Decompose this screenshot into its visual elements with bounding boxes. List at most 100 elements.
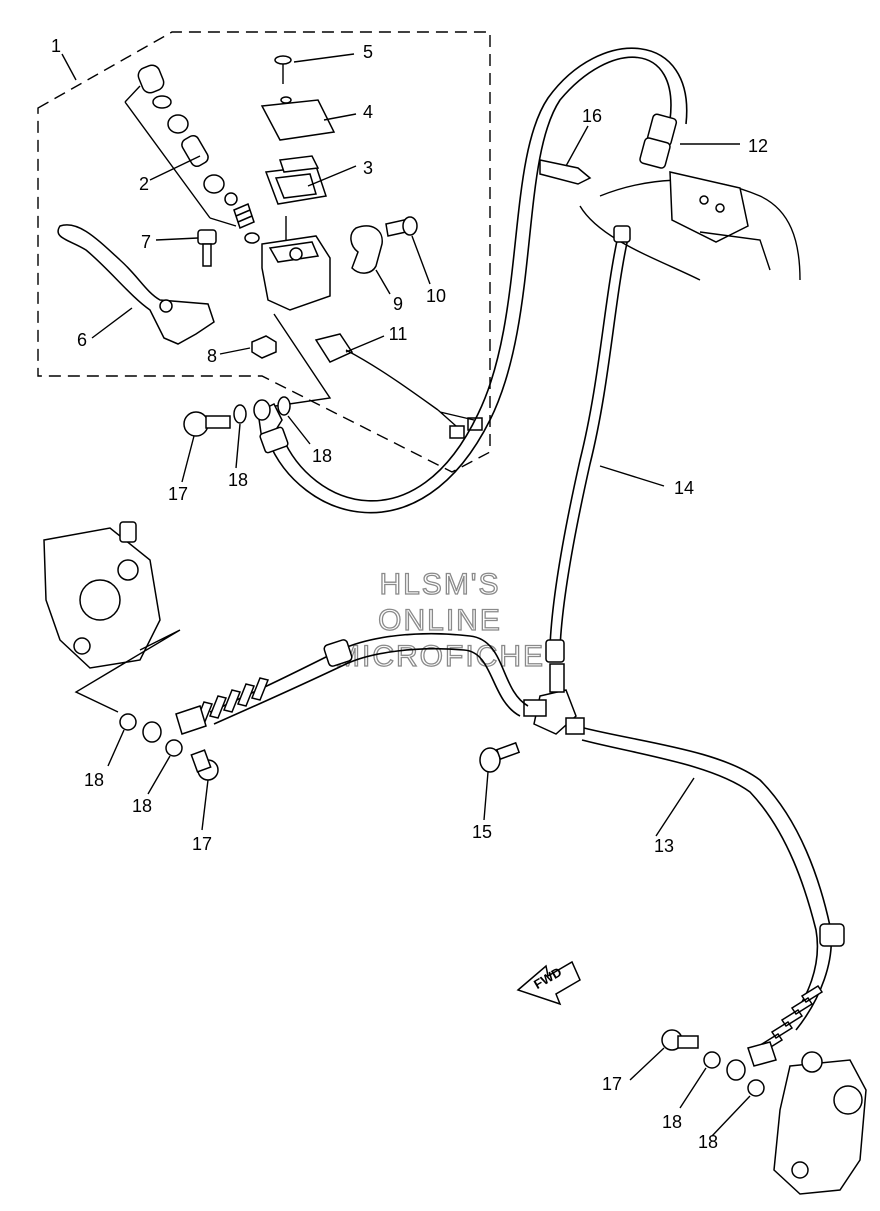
left-hose-spring-guard — [194, 677, 270, 725]
right-caliper — [773, 1051, 867, 1195]
frame-outline — [599, 179, 801, 281]
brake-pipe-inner — [559, 237, 629, 649]
diaphragm-inner — [274, 173, 317, 199]
hose-clamp-part — [539, 159, 592, 185]
handlebar-holder-part — [350, 225, 383, 274]
watermark-line-2: ONLINE — [378, 604, 502, 637]
callout-17-upper: 17 — [168, 484, 188, 504]
callout-18-left-a: 18 — [84, 770, 104, 790]
callout-17-left: 17 — [192, 834, 212, 854]
cup-part — [203, 174, 225, 194]
upper-right-joint — [579, 113, 801, 281]
callout-11: 11 — [389, 324, 408, 344]
copper-washer — [703, 1051, 721, 1069]
callout-17-right: 17 — [602, 1074, 622, 1094]
caliper-bleeder — [801, 1051, 823, 1073]
callout-14: 14 — [674, 478, 694, 498]
copper-washer — [119, 713, 137, 731]
left-hose-outer — [209, 632, 529, 713]
caliper-piston — [79, 579, 121, 621]
seal-part — [167, 114, 189, 134]
union-bolt-thread — [677, 1035, 699, 1049]
left-caliper-hardware — [119, 713, 219, 781]
callout-8: 8 — [207, 346, 217, 366]
union-bolt-thread — [205, 415, 231, 429]
callout-10: 10 — [426, 286, 446, 306]
piston-part — [181, 134, 209, 168]
forward-direction-marker: FWD — [516, 960, 581, 1006]
caliper-bolt — [791, 1161, 809, 1179]
three-way-joint — [479, 663, 585, 773]
switch-connector-a — [449, 425, 465, 439]
fwd-arrow-icon — [516, 960, 581, 1006]
right-hose-outer — [583, 727, 832, 1031]
switch-wire-split — [437, 409, 475, 427]
circlip-part — [152, 95, 172, 109]
piston-cap-part — [137, 64, 165, 94]
bracket-hole — [715, 203, 725, 213]
caliper-bolt — [73, 637, 91, 655]
right-hose-inner — [581, 739, 819, 1025]
spacer-part — [224, 192, 238, 206]
watermark-line-1: HLSM'S — [379, 568, 500, 601]
bracket-tab — [699, 231, 771, 271]
master-cyl-banjo — [253, 399, 289, 454]
frame-outline-lower — [579, 205, 701, 281]
reservoir-port — [289, 247, 303, 261]
part-2-group-bracket — [124, 85, 237, 227]
left-banjo-eye — [142, 721, 162, 743]
copper-washer — [233, 404, 247, 424]
pivot-bolt-shank — [202, 243, 212, 267]
callout-18-upper-b: 18 — [312, 446, 332, 466]
callout-2: 2 — [139, 174, 149, 194]
left-caliper-leader — [74, 629, 181, 713]
callout-12: 12 — [748, 136, 768, 156]
upper-hose-outer — [267, 56, 672, 514]
banjo-collar — [259, 426, 289, 454]
right-caliper-body — [773, 1059, 867, 1195]
joint-right-port — [565, 717, 585, 735]
left-hose-collar — [323, 639, 353, 667]
left-hose-inner — [213, 648, 521, 725]
callout-13: 13 — [654, 836, 674, 856]
spring-part — [233, 202, 255, 230]
callout-1: 1 — [51, 36, 61, 56]
reservoir-cap-part — [260, 99, 336, 141]
caliper-piston — [833, 1085, 863, 1115]
callout-16: 16 — [582, 106, 602, 126]
callout-18-upper-a: 18 — [228, 470, 248, 490]
right-hose-end — [747, 1041, 777, 1067]
upper-hose-inner — [281, 47, 688, 502]
union-bolt-head — [183, 411, 209, 437]
pivot-bolt-head — [197, 229, 217, 245]
callout-18-left-b: 18 — [132, 796, 152, 816]
banjo-eye — [253, 399, 271, 421]
callout-leaders — [61, 53, 751, 1137]
copper-washer — [747, 1079, 765, 1097]
copper-washer — [165, 739, 183, 757]
holder-bolt-head — [402, 216, 418, 236]
brake-pipe-outer — [549, 235, 619, 647]
callout-9: 9 — [393, 294, 403, 314]
right-banjo-eye — [726, 1059, 746, 1081]
callout-15: 15 — [472, 822, 492, 842]
callout-18-right-b: 18 — [698, 1132, 718, 1152]
brake-switch-part — [314, 333, 354, 363]
joint-left-port — [523, 699, 547, 717]
caliper-nipple — [119, 521, 137, 543]
callout-3: 3 — [363, 158, 373, 178]
master-cylinder-assembly-boundary — [37, 31, 491, 473]
joint-bolt-thread — [495, 741, 521, 761]
diaphragm-plate-part — [278, 155, 320, 173]
right-hose-collar — [819, 923, 845, 947]
left-caliper — [43, 521, 181, 713]
callout-4: 4 — [363, 102, 373, 122]
hose-joint-nut — [639, 137, 671, 169]
callout-labels: 1 2 3 4 5 6 7 8 9 10 11 12 13 14 15 16 1… — [51, 36, 768, 1152]
right-caliper-hardware — [661, 1029, 765, 1097]
callout-18-right-a: 18 — [662, 1112, 682, 1132]
pipe-lower-nut — [545, 639, 565, 663]
pipe-upper-nut — [613, 225, 631, 243]
copper-washer — [277, 396, 291, 416]
